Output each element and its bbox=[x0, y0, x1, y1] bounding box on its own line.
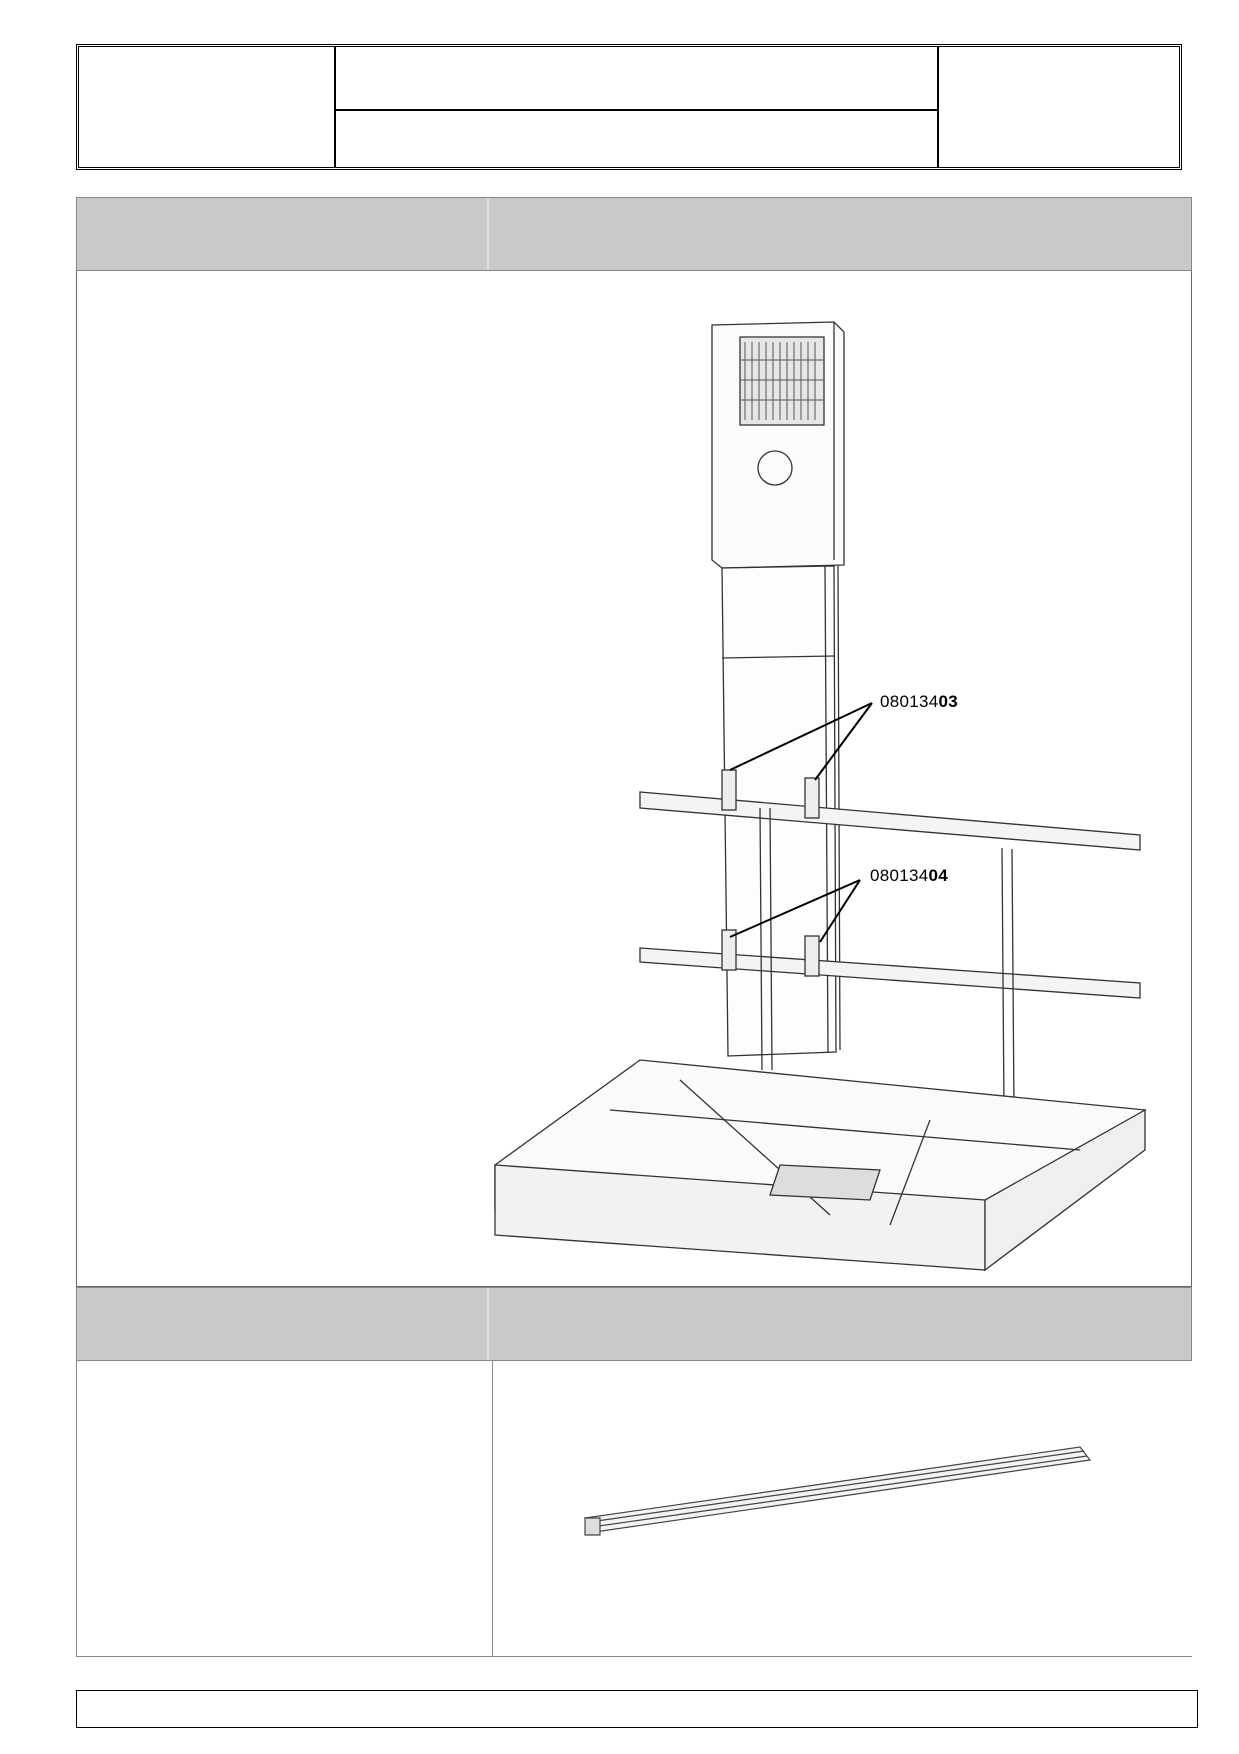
callout-code-prefix: 080134 bbox=[870, 866, 929, 885]
section-2-bottom-rule bbox=[76, 1656, 1192, 1657]
section-1-frame bbox=[76, 271, 1192, 1287]
callout-code-prefix: 080134 bbox=[880, 692, 939, 711]
section-2-header-bar bbox=[76, 1287, 1192, 1361]
title-block bbox=[76, 44, 1182, 170]
callout-label-2: 08013404 bbox=[870, 866, 948, 886]
section-2-left-border bbox=[76, 1361, 77, 1657]
profile-rail bbox=[583, 1446, 1092, 1533]
title-block-divider bbox=[334, 47, 336, 167]
lower-rail bbox=[639, 947, 1141, 999]
header-bar-separator bbox=[487, 198, 489, 270]
upper-rail bbox=[639, 791, 1141, 851]
callout-label-1: 08013403 bbox=[880, 692, 958, 712]
footer-box bbox=[76, 1690, 1198, 1728]
header-bar-separator bbox=[487, 1288, 489, 1360]
callout-code-suffix: 04 bbox=[928, 866, 949, 885]
vent-grille bbox=[739, 336, 825, 426]
title-block-divider bbox=[937, 47, 939, 167]
cabinet-port bbox=[757, 450, 793, 486]
section-2-column-divider bbox=[492, 1361, 493, 1657]
callout-code-suffix: 03 bbox=[938, 692, 959, 711]
section-1-header-bar bbox=[76, 197, 1192, 271]
title-block-divider bbox=[336, 109, 937, 111]
